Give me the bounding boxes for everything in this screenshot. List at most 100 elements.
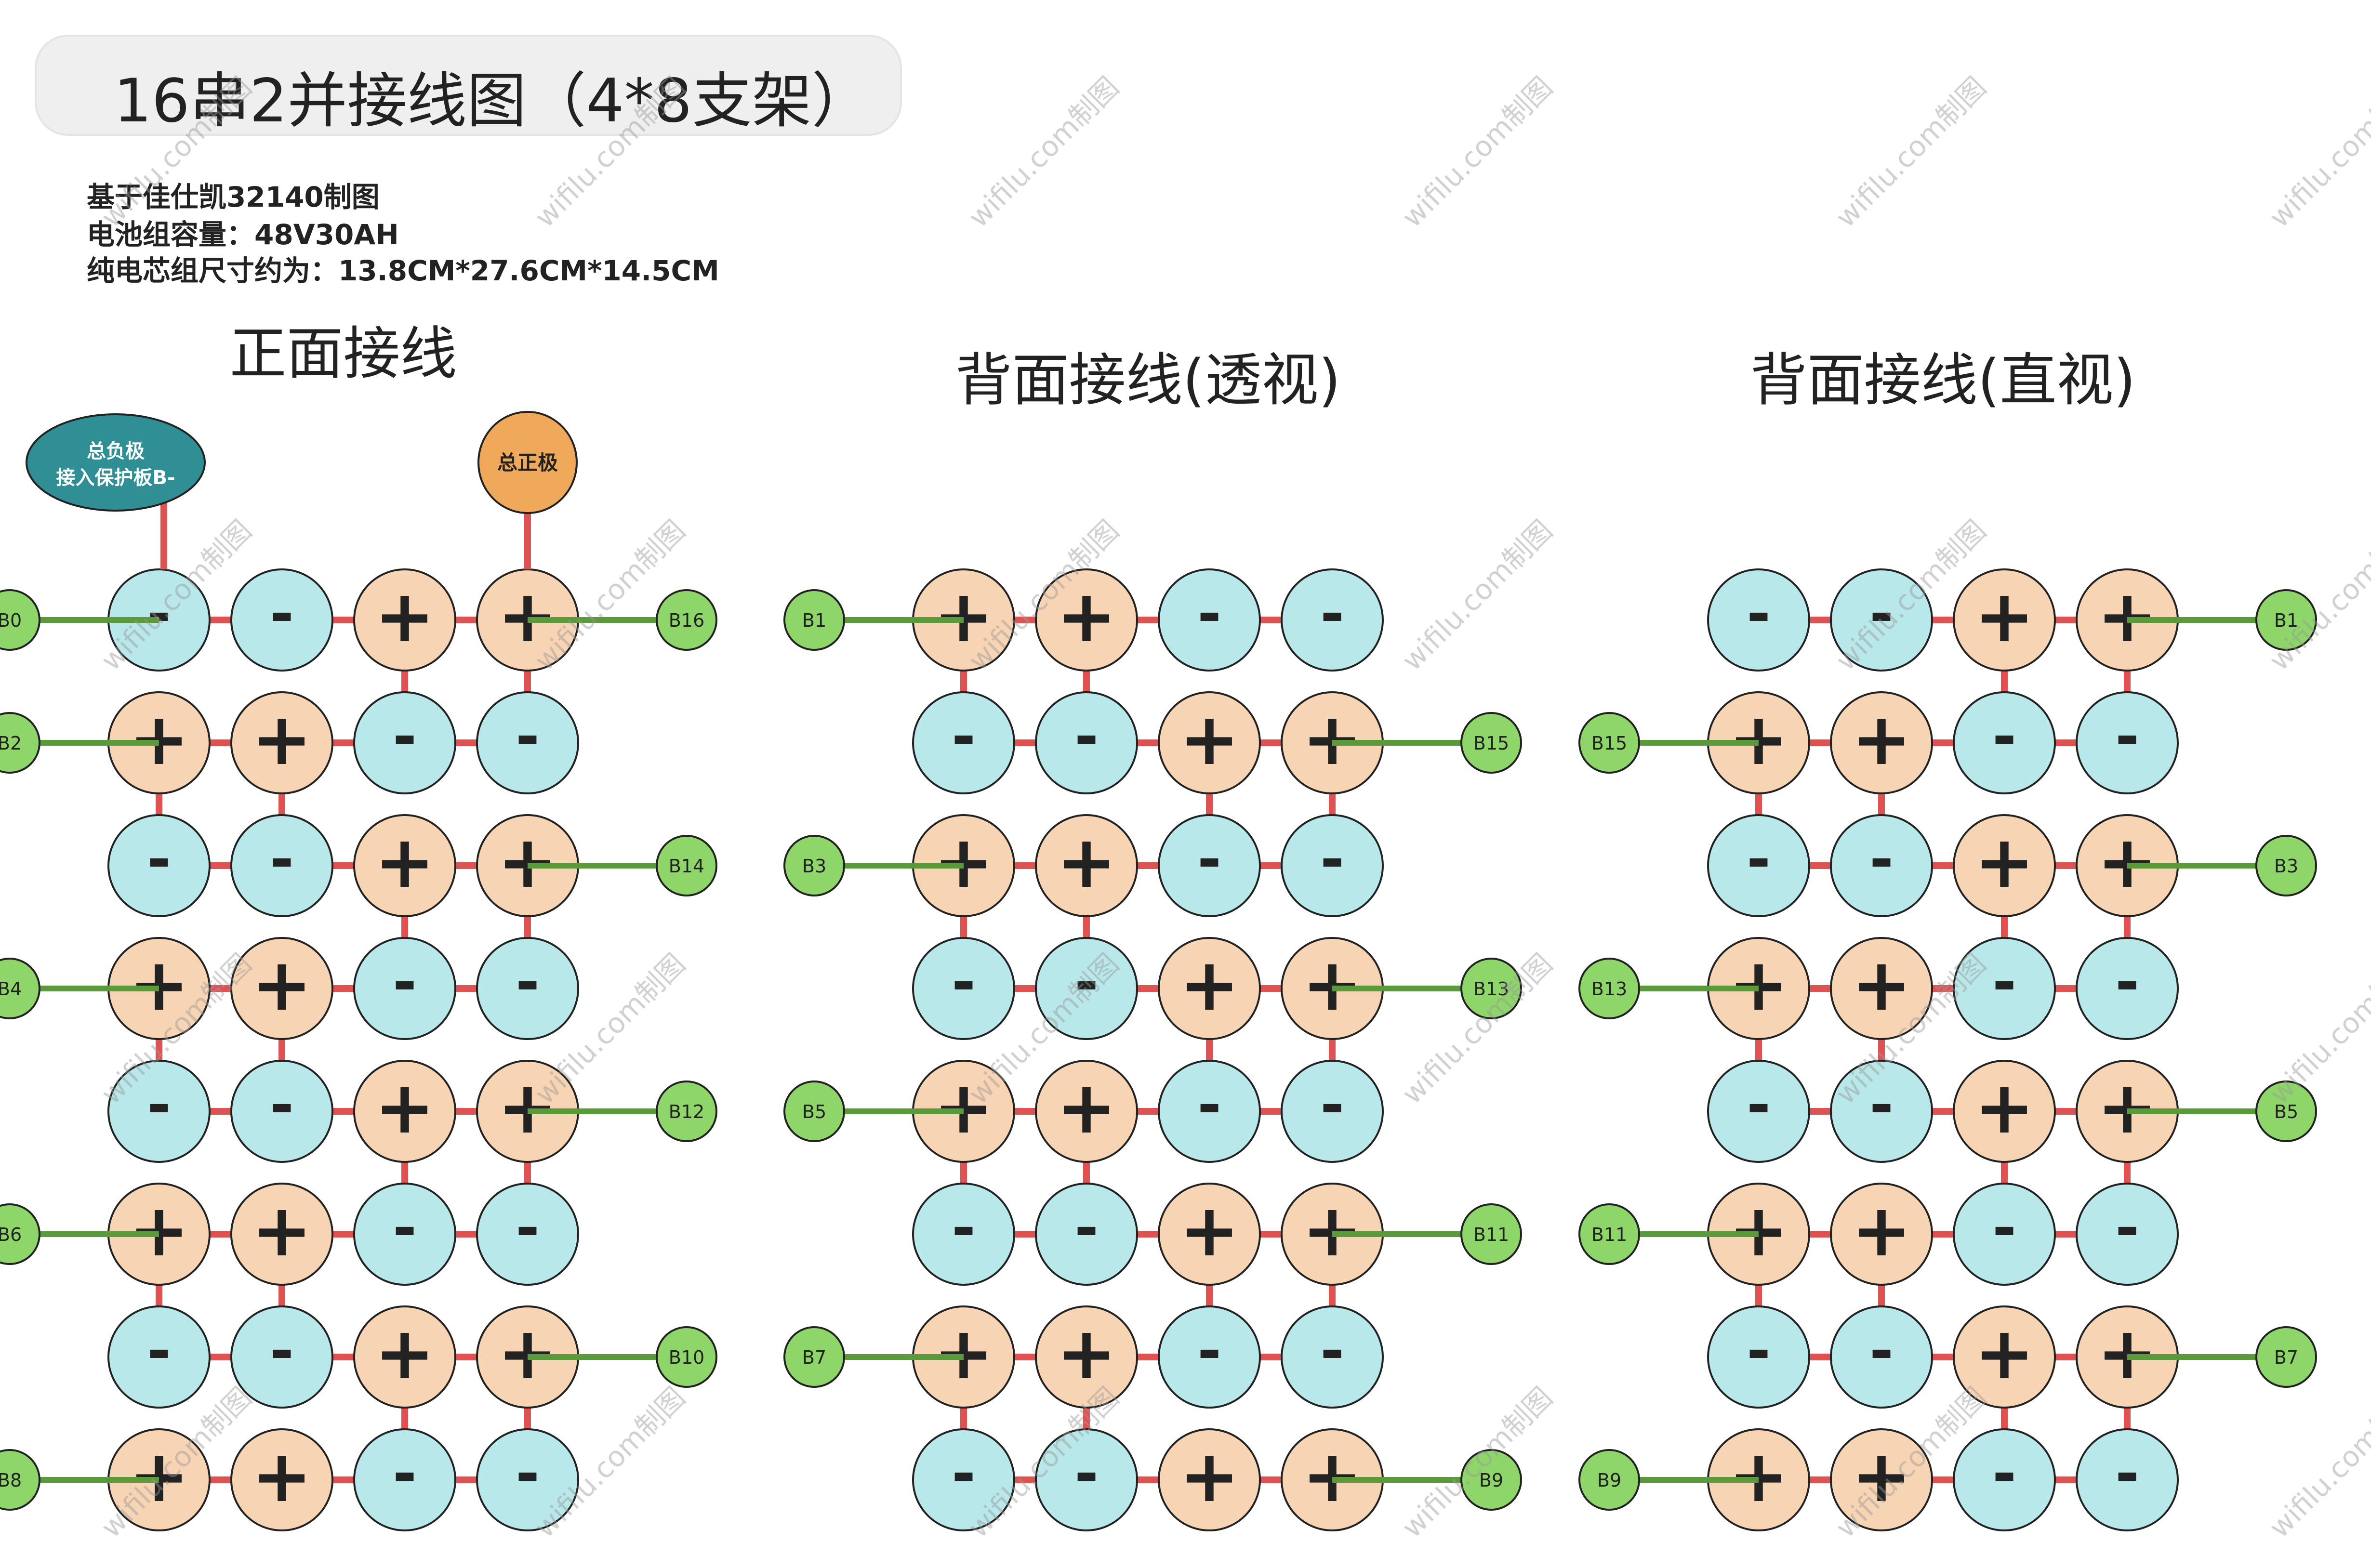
- cell-body: [230, 814, 333, 917]
- main-positive-terminal: [477, 411, 578, 514]
- cell-body: [1830, 1305, 1933, 1409]
- plus-symbol: +: [2097, 820, 2158, 904]
- cell-body: [1158, 937, 1261, 1040]
- cell-body: [1158, 1428, 1261, 1531]
- tap-label: B1: [2274, 610, 2298, 631]
- positive-cell: +: [1035, 568, 1138, 672]
- cell-body: [1707, 568, 1810, 672]
- main-negative-label: 总负极: [87, 440, 145, 462]
- cell-body: [353, 1183, 456, 1286]
- minus-symbol: -: [1320, 1072, 1344, 1139]
- plus-symbol: +: [374, 575, 435, 659]
- wires: [156, 617, 531, 1483]
- tap-label: B15: [1591, 733, 1627, 754]
- plus-symbol: +: [1179, 1189, 1240, 1273]
- negative-cell: -: [353, 1428, 456, 1531]
- cell-body: [1158, 691, 1261, 794]
- cell-body: [230, 937, 333, 1040]
- cell-body: [1830, 568, 1933, 672]
- minus-symbol: -: [393, 1195, 417, 1262]
- positive-cell: +: [1158, 937, 1261, 1040]
- tap-node: [783, 1326, 845, 1388]
- negative-cell: -: [107, 1060, 211, 1163]
- tap-node: [1460, 1449, 1522, 1511]
- cell-body: [1035, 691, 1138, 794]
- plus-symbol: +: [129, 1435, 189, 1518]
- cell-body: [353, 1305, 456, 1409]
- plus-symbol: +: [1056, 820, 1117, 904]
- tap-node: [0, 1449, 40, 1511]
- plus-symbol: +: [1974, 575, 2035, 659]
- plus-symbol: +: [1056, 575, 1117, 659]
- tap-node: [783, 589, 845, 651]
- minus-symbol: -: [393, 949, 417, 1016]
- tap-node: [2255, 1326, 2317, 1388]
- plus-symbol: +: [1728, 698, 1789, 781]
- cell-body: [1035, 937, 1138, 1040]
- negative-cell: -: [1707, 814, 1810, 917]
- plus-symbol: +: [933, 575, 994, 659]
- watermark: wifilu.com制图: [2263, 947, 2371, 1110]
- plus-symbol: +: [1302, 1435, 1363, 1518]
- watermark: wifilu.com制图: [2263, 70, 2371, 234]
- minus-symbol: -: [1869, 1072, 1894, 1139]
- cell-body: [353, 691, 456, 794]
- plus-symbol: +: [374, 820, 435, 904]
- plus-symbol: +: [1302, 698, 1363, 781]
- cell-body: [1953, 937, 2056, 1040]
- plus-symbol: +: [497, 575, 558, 659]
- cell-body: [1830, 937, 1933, 1040]
- minus-symbol: -: [1074, 1195, 1099, 1262]
- tap-node: [783, 835, 845, 896]
- cell-body: [1953, 1305, 2056, 1409]
- cell-body: [1953, 1183, 2056, 1286]
- cell-body: [1707, 1060, 1810, 1163]
- cell-body: [1281, 1060, 1384, 1163]
- positive-cell: +: [1158, 1183, 1261, 1286]
- tap-node: [2255, 589, 2317, 651]
- plus-symbol: +: [374, 1312, 435, 1396]
- plus-symbol: +: [1056, 1312, 1117, 1396]
- cell-body: [1158, 1305, 1261, 1409]
- minus-symbol: -: [952, 1195, 976, 1262]
- positive-cell: +: [230, 1428, 333, 1531]
- positive-cell: +: [230, 937, 333, 1040]
- tap-node: [1460, 712, 1522, 774]
- minus-symbol: -: [1747, 826, 1771, 893]
- minus-symbol: -: [270, 1318, 294, 1384]
- cell-body: [353, 937, 456, 1040]
- cell-body: [1830, 1183, 1933, 1286]
- tap-node: [656, 835, 717, 896]
- cell-body: [107, 814, 211, 917]
- negative-cell: -: [476, 937, 579, 1040]
- cell-body: [1707, 1305, 1810, 1409]
- tap-node: [1460, 1203, 1522, 1265]
- negative-cell: -: [230, 568, 333, 672]
- negative-cell: -: [912, 1183, 1015, 1286]
- cell-body: [107, 1305, 211, 1409]
- positive-cell: +: [353, 814, 456, 917]
- negative-cell: -: [2076, 691, 2179, 794]
- negative-cell: -: [2076, 1183, 2179, 1286]
- info-capacity: 电池组容量：48V30AH: [87, 218, 399, 251]
- negative-cell: -: [230, 814, 333, 917]
- plus-symbol: +: [252, 1435, 312, 1518]
- plus-symbol: +: [2097, 1312, 2158, 1396]
- plus-symbol: +: [129, 1189, 189, 1273]
- minus-symbol: -: [147, 580, 171, 647]
- tap-label: B9: [1597, 1470, 1621, 1491]
- watermark: wifilu.com制图: [1395, 514, 1559, 677]
- wires: [1755, 617, 2131, 1483]
- cell-body: [1953, 1428, 2056, 1531]
- cell-body: [1035, 1060, 1138, 1163]
- cells: --++++----++++----++++----++++--: [107, 568, 579, 1531]
- positive-cell: +: [1035, 814, 1138, 917]
- positive-cell: +: [1035, 1060, 1138, 1163]
- minus-symbol: -: [952, 949, 976, 1016]
- plus-symbol: +: [252, 698, 312, 781]
- plus-symbol: +: [1179, 1435, 1240, 1518]
- negative-cell: -: [912, 691, 1015, 794]
- negative-cell: -: [230, 1305, 333, 1409]
- plus-symbol: +: [1056, 1066, 1117, 1150]
